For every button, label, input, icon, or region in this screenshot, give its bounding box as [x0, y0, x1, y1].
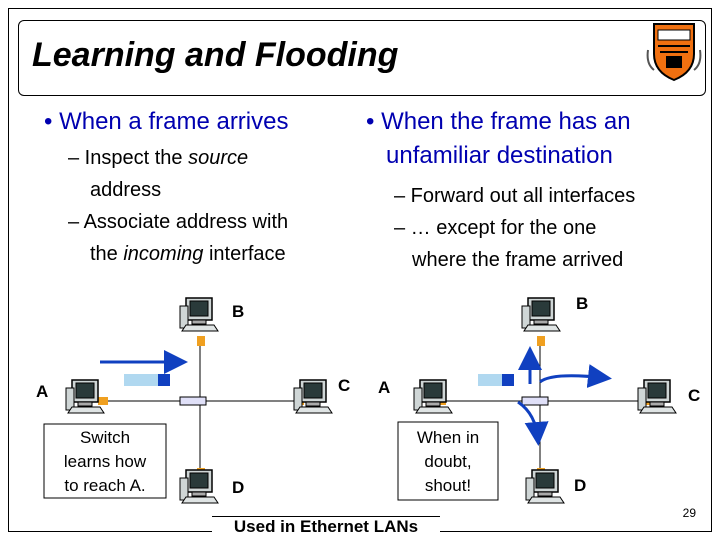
- cable-connector: [98, 397, 108, 405]
- label-d: D: [232, 478, 245, 497]
- left-sub-1: – Inspect the source: [68, 147, 249, 169]
- right-sub-1: – Forward out all interfaces: [394, 185, 636, 207]
- computer-c-icon: [293, 379, 333, 414]
- computer-a-icon: [65, 379, 105, 414]
- computer-b-icon: [179, 297, 219, 332]
- note-box: [397, 421, 499, 501]
- note-box: [43, 423, 167, 499]
- left-diagram: [43, 297, 333, 504]
- slide-title: Learning and Flooding: [32, 36, 399, 74]
- left-bullet: • When a frame arrives: [44, 108, 289, 135]
- computer-d-icon: [179, 469, 219, 504]
- arrow-down-icon: [517, 400, 549, 446]
- computer-c-icon: [637, 379, 677, 414]
- right-sub-2-line2: where the frame arrived: [412, 249, 624, 271]
- label-b: B: [576, 294, 589, 313]
- label-a: A: [36, 382, 49, 401]
- frame-packet: [124, 374, 158, 386]
- right-bullet: • When the frame has an: [366, 108, 631, 135]
- label-d: D: [574, 476, 587, 495]
- arrow-right-icon: [539, 364, 612, 388]
- computer-b-icon: [521, 297, 561, 332]
- computer-d-icon: [525, 469, 565, 504]
- university-shield-logo: [646, 23, 702, 82]
- left-sub-2: – Associate address with: [68, 211, 289, 233]
- label-c: C: [688, 386, 701, 405]
- right-sub-2: – … except for the one: [394, 217, 597, 239]
- computer-a-icon: [413, 379, 453, 414]
- left-sub-2-line2: the incoming interface: [90, 243, 286, 265]
- left-note: Switch learns how to reach A.: [63, 428, 147, 495]
- frame-packet-header: [158, 374, 170, 386]
- cable-connector: [197, 336, 205, 346]
- label-c: C: [338, 376, 351, 395]
- right-bullet-line2: unfamiliar destination: [386, 142, 613, 169]
- label-a: A: [378, 378, 391, 397]
- frame-packet-header: [502, 374, 514, 386]
- label-b: B: [232, 302, 245, 321]
- cable-connector: [537, 336, 545, 346]
- switch-icon: [179, 396, 207, 406]
- frame-packet: [478, 374, 502, 386]
- footer-caption: Used in Ethernet LANs: [212, 516, 440, 539]
- right-diagram: [397, 297, 677, 504]
- title-bar: [18, 20, 706, 96]
- left-sub-1-line2: address: [90, 179, 162, 201]
- slide-number: 29: [682, 506, 696, 520]
- right-note: When in doubt, shout!: [416, 428, 480, 495]
- switch-icon: [521, 396, 549, 406]
